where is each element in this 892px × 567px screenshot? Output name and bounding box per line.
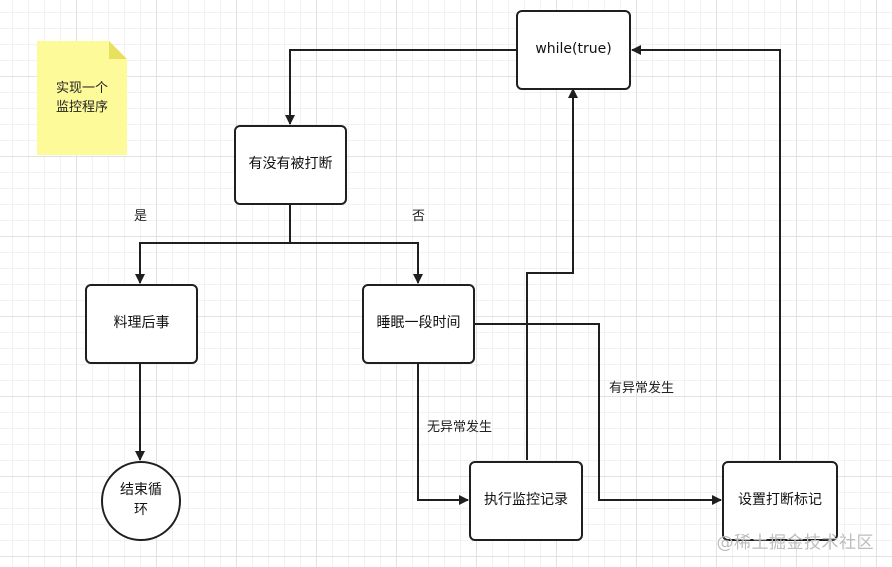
node-end-loop-label: 结束循 环	[120, 482, 162, 518]
edge-log-to-loop	[526, 88, 578, 460]
edge-sleep-to-setflag	[475, 323, 722, 505]
edge-label-no: 否	[412, 209, 426, 224]
sticky-note-text: 实现一个 监控程序	[55, 80, 108, 116]
sticky-note: 实现一个 监控程序	[37, 41, 127, 155]
node-sleep[interactable]: 睡眠一段时间	[362, 284, 475, 364]
node-cleanup-label: 料理后事	[113, 315, 170, 332]
node-check-interrupted-label: 有没有被打断	[248, 156, 333, 173]
node-set-interrupt-flag-label: 设置打断标记	[738, 492, 822, 509]
edge-setflag-to-loop	[631, 45, 781, 460]
edge-label-no-exception: 无异常发生	[427, 420, 493, 435]
node-set-interrupt-flag[interactable]: 设置打断标记	[722, 461, 838, 541]
node-cleanup[interactable]: 料理后事	[85, 284, 198, 364]
node-while-loop[interactable]: while(true)	[516, 10, 631, 90]
node-sleep-label: 睡眠一段时间	[376, 315, 461, 332]
edge-check-to-sleep	[290, 242, 423, 284]
node-check-interrupted[interactable]: 有没有被打断	[234, 125, 347, 205]
node-execute-log[interactable]: 执行监控记录	[469, 461, 583, 541]
edge-sleep-to-log	[417, 364, 469, 505]
node-end-loop[interactable]: 结束循 环	[101, 461, 181, 541]
edge-label-yes: 是	[134, 209, 148, 224]
watermark: @稀土掘金技术社区	[716, 533, 874, 553]
edge-loop-to-check	[285, 49, 516, 125]
node-while-loop-label: while(true)	[535, 41, 612, 58]
edge-check-to-cleanup	[135, 205, 291, 284]
node-execute-log-label: 执行监控记录	[484, 492, 568, 509]
edge-label-exception: 有异常发生	[609, 381, 675, 396]
